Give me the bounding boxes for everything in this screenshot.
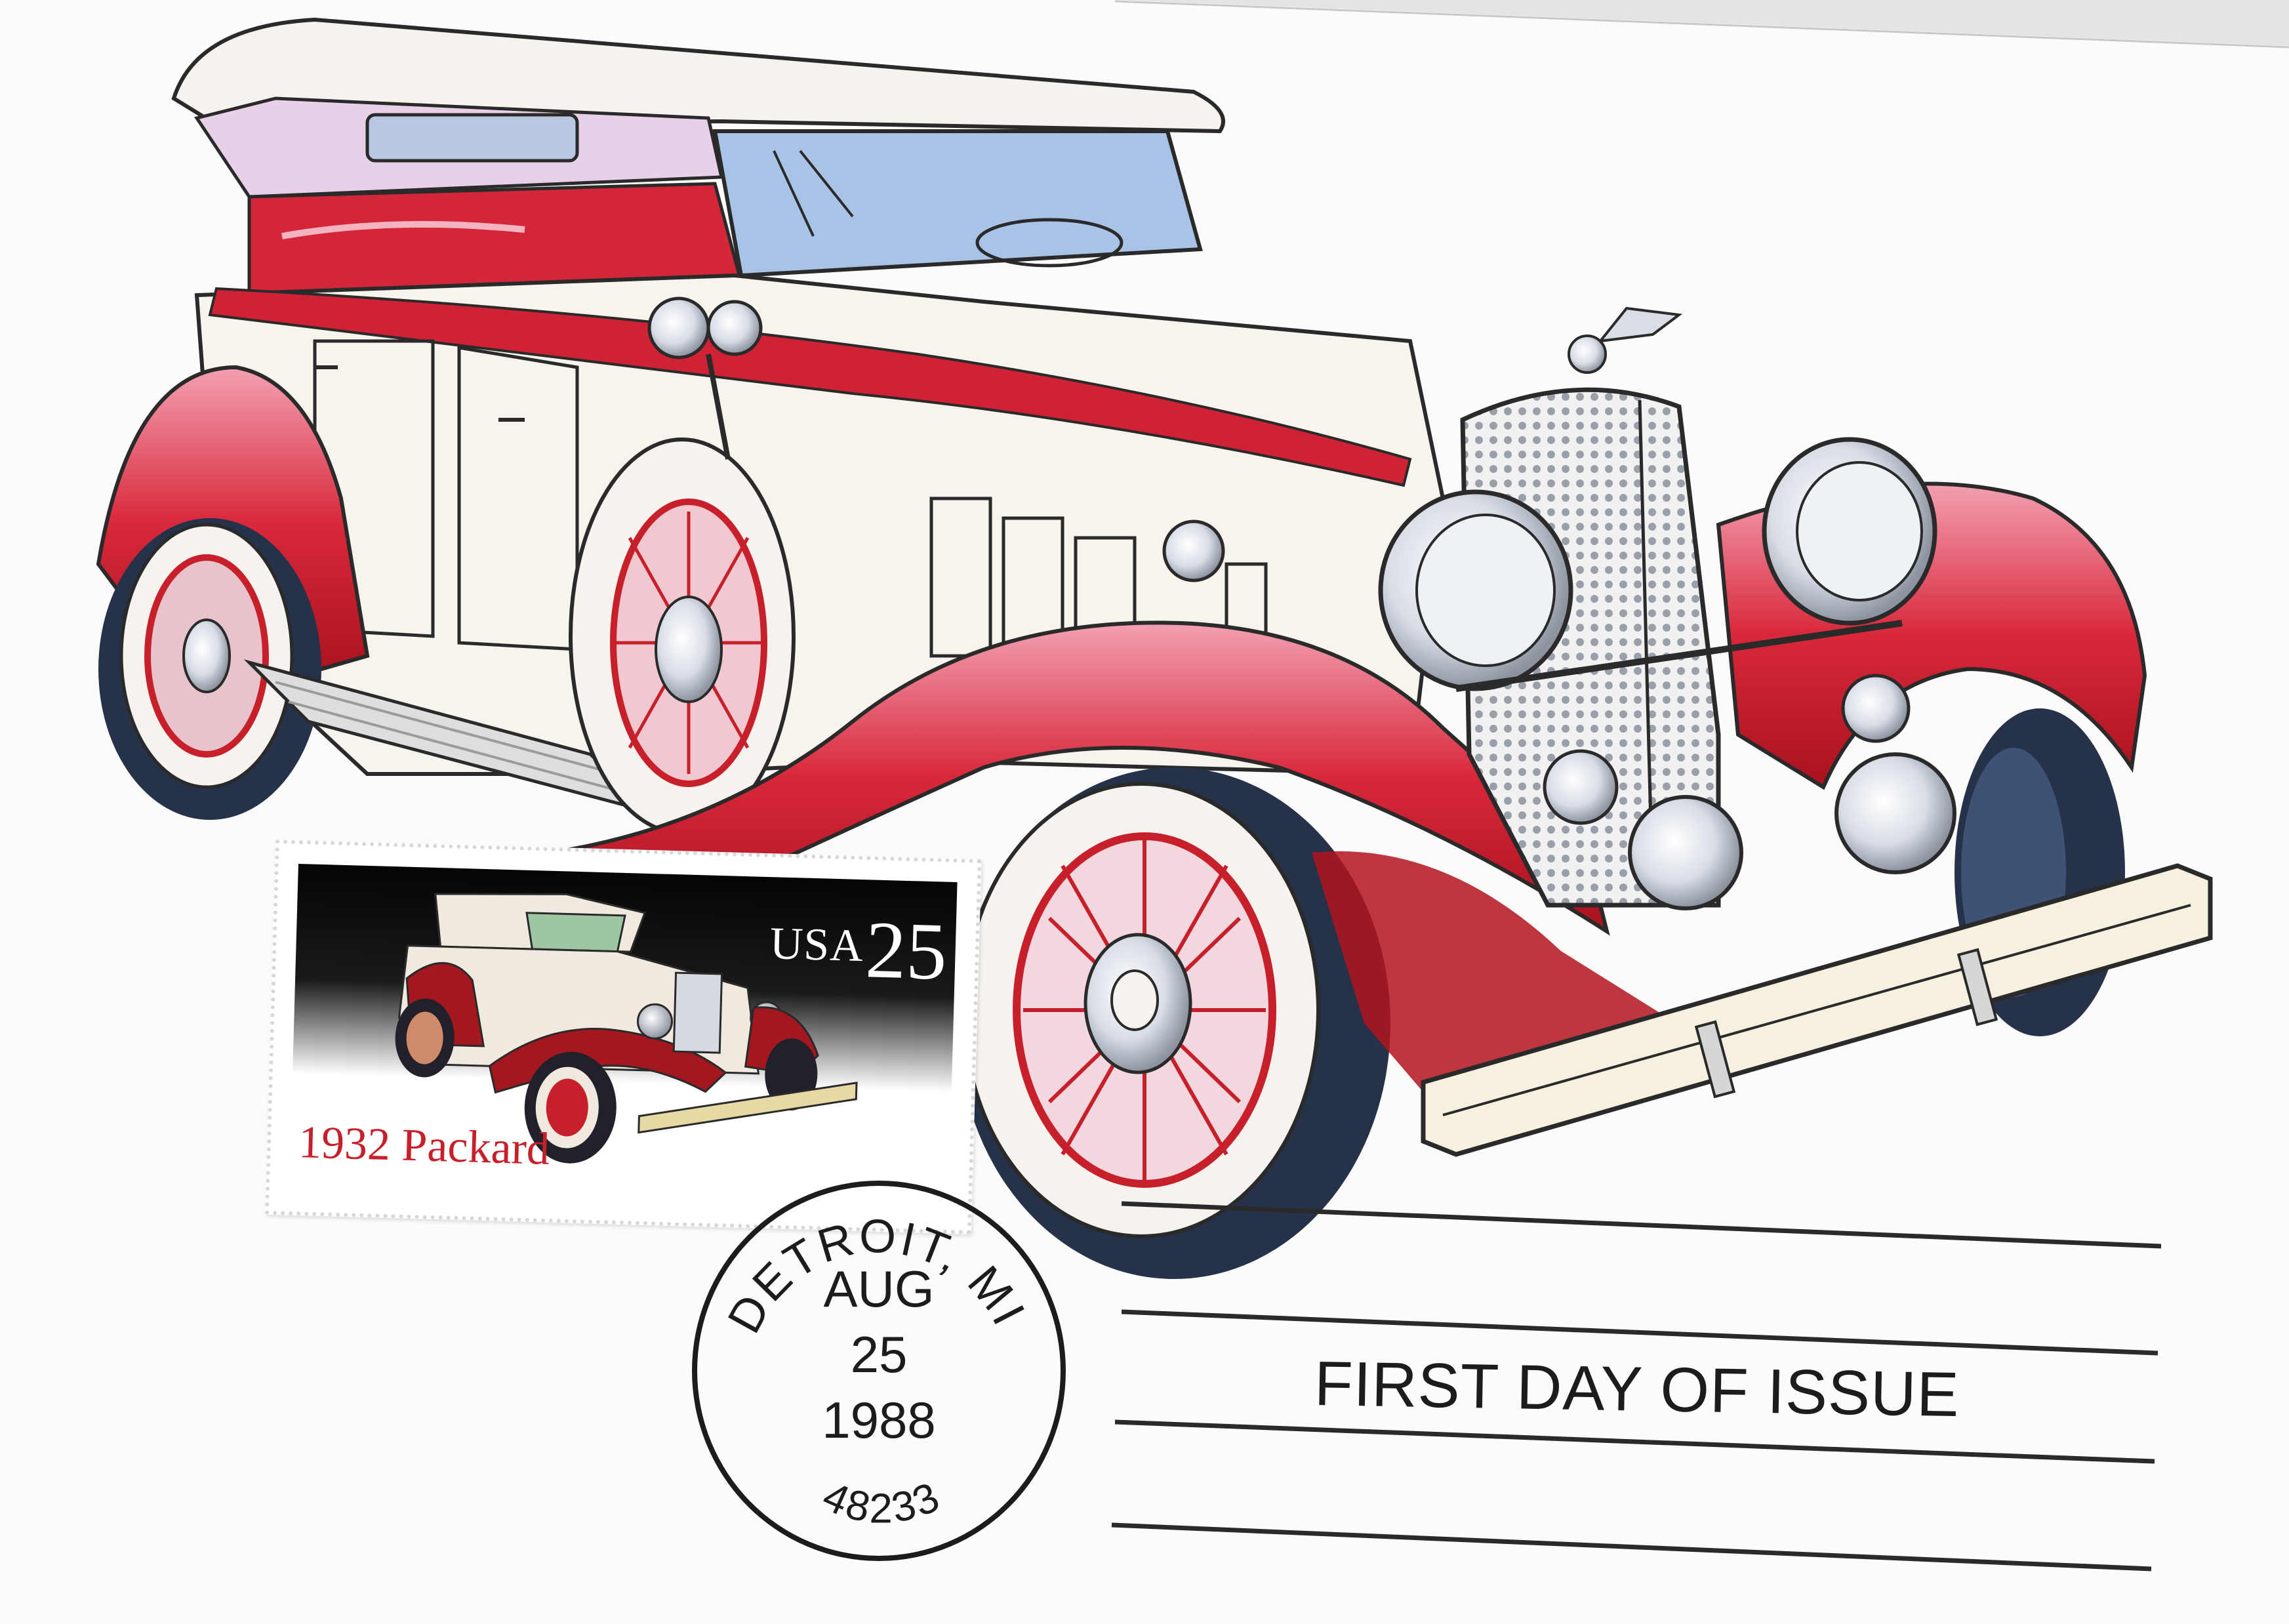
- postmark-city: DETROIT, MI: [718, 1210, 1034, 1341]
- rear-wheel: [98, 518, 321, 820]
- postage-stamp: USA 25 1932 Packard: [265, 840, 982, 1234]
- spare-tire: [569, 437, 796, 835]
- postmark-day: 25: [850, 1326, 908, 1383]
- svg-text:48233: 48233: [816, 1472, 948, 1532]
- front-left-wheel: [958, 767, 1390, 1279]
- postmark-month: AUG: [823, 1260, 935, 1318]
- postmark-year: 1988: [822, 1391, 936, 1449]
- windshield: [712, 129, 1203, 278]
- right-headlight: [1762, 437, 1937, 626]
- first-day-of-issue-label: FIRST DAY OF ISSUE: [1314, 1348, 1960, 1431]
- roof-top: [171, 17, 1225, 134]
- postmark-zip: 48233: [816, 1472, 948, 1532]
- stamp-illustration: [289, 863, 958, 1210]
- postmark-ring: [692, 1181, 1066, 1561]
